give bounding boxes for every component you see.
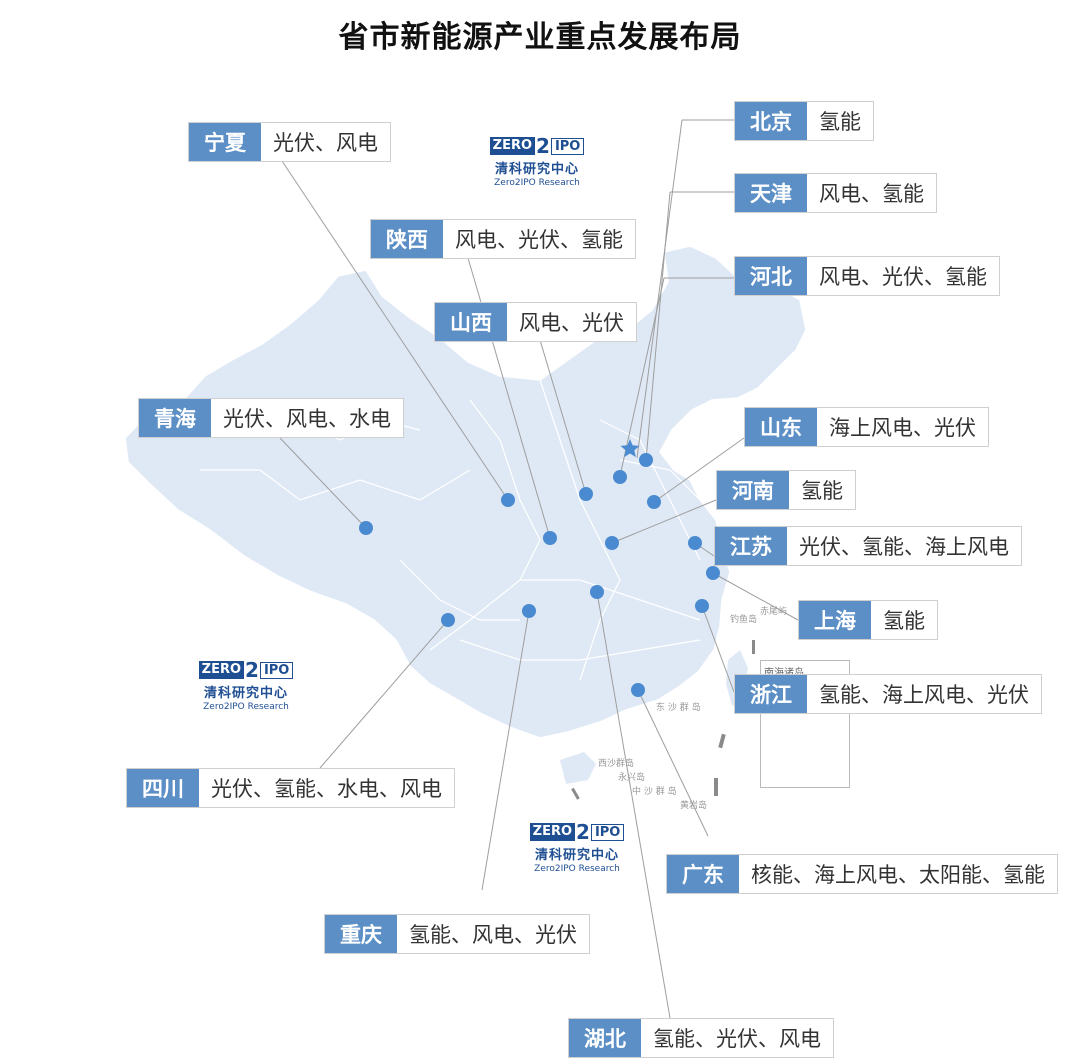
province-label-shaanxi: 陕西风电、光伏、氢能 (370, 219, 636, 259)
marker-guangdong (631, 683, 645, 697)
province-label-shanghai: 上海氢能 (798, 600, 938, 640)
star-icon (620, 439, 640, 458)
marker-zhejiang (695, 599, 709, 613)
south-sea-islands (571, 640, 755, 800)
marker-hebei (613, 470, 627, 484)
marker-shaanxi (543, 531, 557, 545)
marker-ningxia (501, 493, 515, 507)
leader-lines (267, 119, 799, 1019)
province-label-beijing: 北京氢能 (734, 101, 874, 141)
china-mainland-shape (124, 245, 807, 739)
inset-title: 南海诸岛 (764, 664, 804, 679)
province-label-hubei: 湖北氢能、光伏、风电 (568, 1018, 834, 1058)
province-markers (359, 453, 720, 697)
province-label-sichuan: 四川光伏、氢能、水电、风电 (126, 768, 455, 808)
province-label-guangdong: 广东核能、海上风电、太阳能、氢能 (666, 854, 1058, 894)
map-label-diaoyu: 钓鱼岛 (730, 615, 758, 625)
marker-shanghai (706, 566, 720, 580)
marker-hubei (590, 585, 604, 599)
map-label-huangyan: 黄岩岛 (680, 801, 708, 811)
marker-chongqing (522, 604, 536, 618)
page-title: 省市新能源产业重点发展布局 (338, 20, 742, 55)
marker-henan (605, 536, 619, 550)
province-label-shanxi: 山西风电、光伏 (434, 302, 637, 342)
province-label-henan: 河南氢能 (716, 470, 856, 510)
map-label-xisha: 西沙群岛 (598, 759, 635, 769)
map-label-yongxing: 永兴岛 (618, 773, 646, 783)
marker-tianjin (639, 453, 653, 467)
province-label-hebei: 河北风电、光伏、氢能 (734, 256, 1000, 296)
marker-shanxi (579, 487, 593, 501)
marker-sichuan (441, 613, 455, 627)
province-label-shandong: 山东海上风电、光伏 (744, 407, 989, 447)
province-label-zhejiang: 浙江氢能、海上风电、光伏 (734, 674, 1042, 714)
marker-jiangsu (688, 536, 702, 550)
marker-qinghai (359, 521, 373, 535)
map-label-zhongsha: 中 沙 群 岛 (632, 787, 677, 797)
hainan-island-shape (560, 752, 596, 784)
province-label-ningxia: 宁夏光伏、风电 (188, 122, 391, 162)
province-label-qinghai: 青海光伏、风电、水电 (138, 398, 404, 438)
province-label-jiangsu: 江苏光伏、氢能、海上风电 (714, 526, 1022, 566)
marker-shandong (647, 495, 661, 509)
province-label-chongqing: 重庆氢能、风电、光伏 (324, 914, 590, 954)
province-label-tianjin: 天津风电、氢能 (734, 173, 937, 213)
map-label-dongsha: 东 沙 群 岛 (656, 703, 701, 713)
map-label-chiwei: 赤尾屿 (760, 607, 788, 617)
